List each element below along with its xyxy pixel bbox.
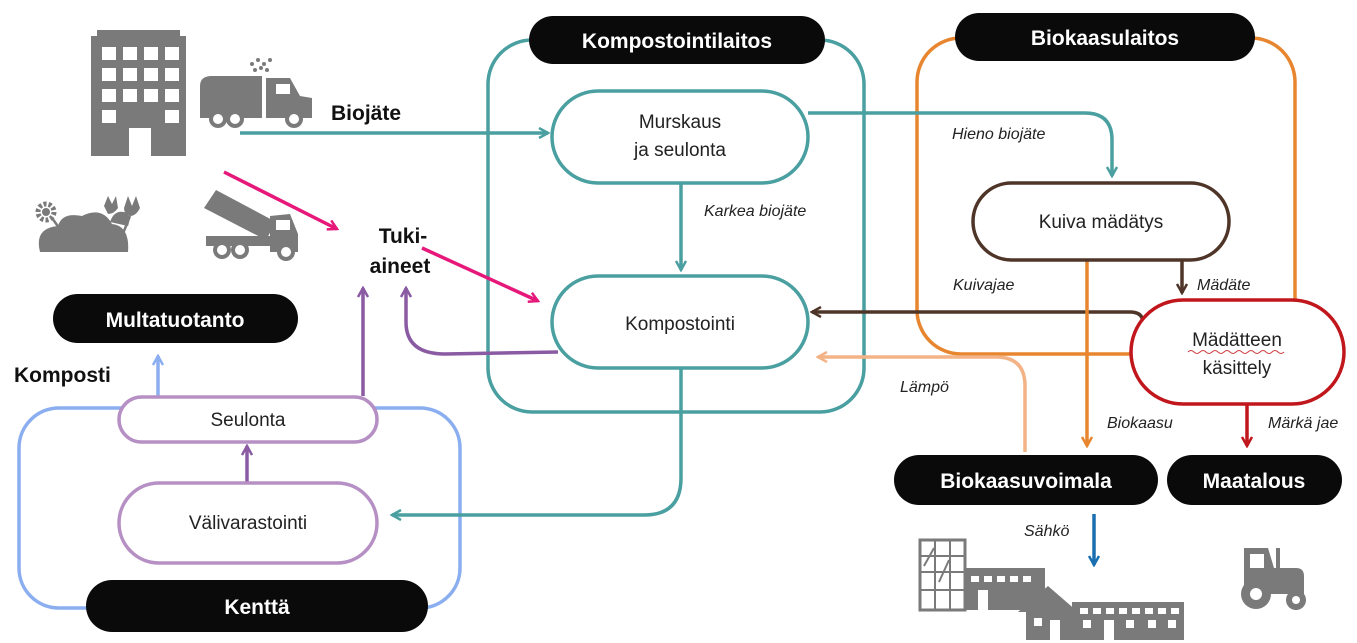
- madate-label: Mädäte: [1197, 277, 1250, 294]
- kompostointi-node: Kompostointi: [550, 274, 810, 370]
- kompostointi-to-valivarastointi-arrow: [392, 368, 683, 515]
- kuivajae-label: Kuivajae: [953, 277, 1014, 294]
- spellcheck-underline: [1187, 350, 1285, 354]
- svg-text:Murskaus: Murskaus: [639, 112, 721, 133]
- hieno-biojate-label: Hieno biojäte: [952, 126, 1046, 143]
- svg-text:Välivarastointi: Välivarastointi: [189, 513, 307, 534]
- kompostointi-to-tukiaineet-arrow: [406, 288, 559, 356]
- sahko-label: Sähkö: [1024, 523, 1069, 540]
- svg-text:Biokaasulaitos: Biokaasulaitos: [1031, 27, 1179, 50]
- svg-text:Seulonta: Seulonta: [210, 410, 285, 431]
- valivarastointi-node: Välivarastointi: [117, 481, 379, 565]
- maatalous-pill: Maatalous: [1167, 455, 1342, 505]
- murskaus-node: Murskaus ja seulonta: [550, 89, 810, 185]
- svg-text:Kompostointilaitos: Kompostointilaitos: [582, 30, 772, 53]
- madatteen-to-kompostointi-arrow: [812, 312, 1145, 324]
- hieno-biojate-arrow: [808, 111, 1112, 176]
- apartment-building-icon: [91, 30, 186, 156]
- madatteen-kasittely-node: Mädätteen käsittely: [1129, 298, 1346, 406]
- lampo-arrow: [818, 357, 1027, 452]
- tractor-icon: [1241, 548, 1306, 610]
- komposti-label: Komposti: [14, 364, 111, 387]
- garbage-truck-icon: [200, 58, 312, 128]
- biojate-label: Biojäte: [331, 102, 401, 125]
- lampo-label: Lämpö: [900, 379, 949, 396]
- svg-text:Kuiva mädätys: Kuiva mädätys: [1039, 212, 1164, 233]
- marka-jae-label: Märkä jae: [1268, 415, 1338, 432]
- support-material-arrow-2: [421, 246, 538, 301]
- svg-text:Kenttä: Kenttä: [224, 596, 290, 619]
- seulonta-node: Seulonta: [117, 395, 379, 444]
- tukiaineet-label-2: aineet: [370, 255, 431, 278]
- svg-text:Biokaasuvoimala: Biokaasuvoimala: [940, 470, 1112, 493]
- kompostointilaitos-title: Kompostointilaitos: [529, 16, 825, 64]
- svg-text:Kompostointi: Kompostointi: [625, 314, 735, 335]
- houses-icon: [918, 538, 1184, 640]
- karkea-biojate-label: Karkea biojäte: [704, 203, 806, 220]
- svg-text:käsittely: käsittely: [1203, 358, 1272, 379]
- support-material-arrow-1: [223, 170, 337, 229]
- svg-text:Maatalous: Maatalous: [1203, 470, 1306, 493]
- multatuotanto-pill: Multatuotanto: [53, 294, 298, 343]
- tukiaineet-label-1: Tuki-: [379, 225, 428, 248]
- svg-text:Multatuotanto: Multatuotanto: [106, 309, 245, 332]
- biokaasuvoimala-pill: Biokaasuvoimala: [894, 455, 1158, 505]
- biokaasulaitos-title: Biokaasulaitos: [955, 13, 1255, 61]
- dump-truck-icon: [204, 190, 298, 261]
- biokaasu-label: Biokaasu: [1107, 415, 1173, 432]
- kentta-title: Kenttä: [86, 580, 428, 632]
- svg-text:ja seulonta: ja seulonta: [633, 140, 726, 161]
- svg-text:Mädätteen: Mädätteen: [1192, 330, 1282, 351]
- kuiva-madatys-node: Kuiva mädätys: [971, 181, 1231, 262]
- plants-icon: [35, 196, 140, 252]
